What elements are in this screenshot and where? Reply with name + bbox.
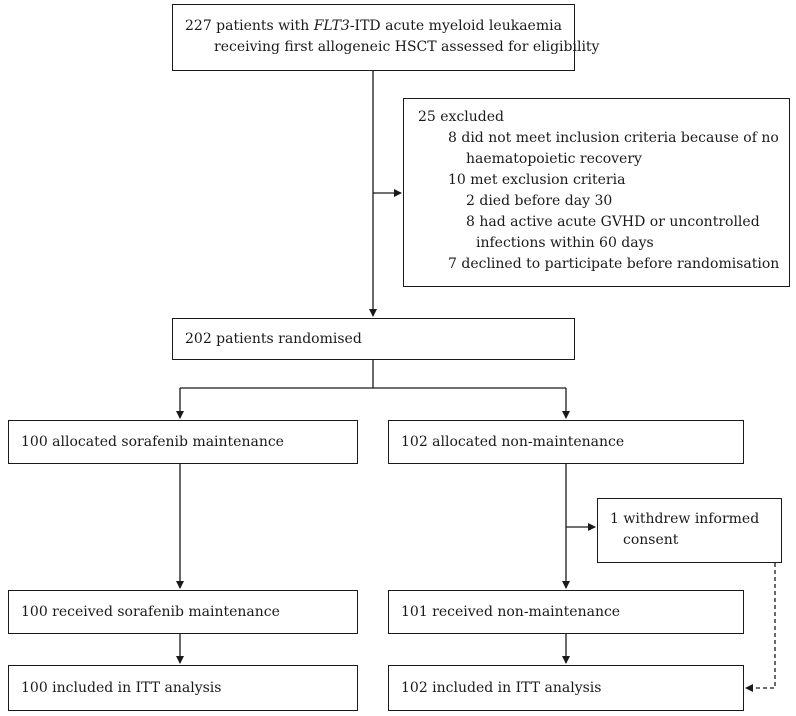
excluded-line: 7 declined to participate before randomi… — [448, 256, 780, 272]
non-maintenance-allocated-box: 102 allocated non-maintenance — [388, 420, 744, 464]
excluded-line: infections within 60 days — [476, 235, 654, 251]
excluded-line: 8 had active acute GVHD or uncontrolled — [466, 214, 760, 230]
screening-count: 227 patients with — [185, 18, 314, 34]
screening-line-1: 227 patients with FLT3-ITD acute myeloid… — [173, 16, 574, 37]
randomised-box: 202 patients randomised — [172, 318, 575, 360]
excluded-line: 10 met exclusion criteria — [448, 172, 626, 188]
sorafenib-received-box: 100 received sorafenib maintenance — [8, 590, 358, 634]
screening-line-2: receiving first allogeneic HSCT assessed… — [214, 39, 600, 55]
excluded-line: haematopoietic recovery — [466, 151, 642, 167]
excluded-box: 25 excluded 8 did not meet inclusion crit… — [403, 98, 790, 287]
excluded-line: 2 died before day 30 — [466, 193, 613, 209]
non-maintenance-received-box: 101 received non-maintenance — [388, 590, 744, 634]
withdrew-line-2: consent — [623, 532, 679, 548]
non-maintenance-itt-box: 102 included in ITT analysis — [388, 665, 744, 711]
excluded-line: 25 excluded — [418, 109, 504, 125]
withdrew-line-1: 1 withdrew informed — [610, 511, 760, 527]
excluded-line: 8 did not meet inclusion criteria becaus… — [448, 130, 779, 146]
screening-diagnosis: -ITD acute myeloid leukaemia — [349, 18, 562, 34]
withdrew-box: 1 withdrew informed consent — [597, 498, 782, 563]
connector-withdrew-to-itt-dashed — [745, 563, 776, 692]
screening-box: 227 patients with FLT3-ITD acute myeloid… — [172, 4, 600, 71]
sorafenib-allocated-box: 100 allocated sorafenib maintenance — [8, 420, 358, 464]
sorafenib-itt-box: 100 included in ITT analysis — [8, 665, 358, 711]
screening-gene: FLT3 — [313, 18, 350, 34]
